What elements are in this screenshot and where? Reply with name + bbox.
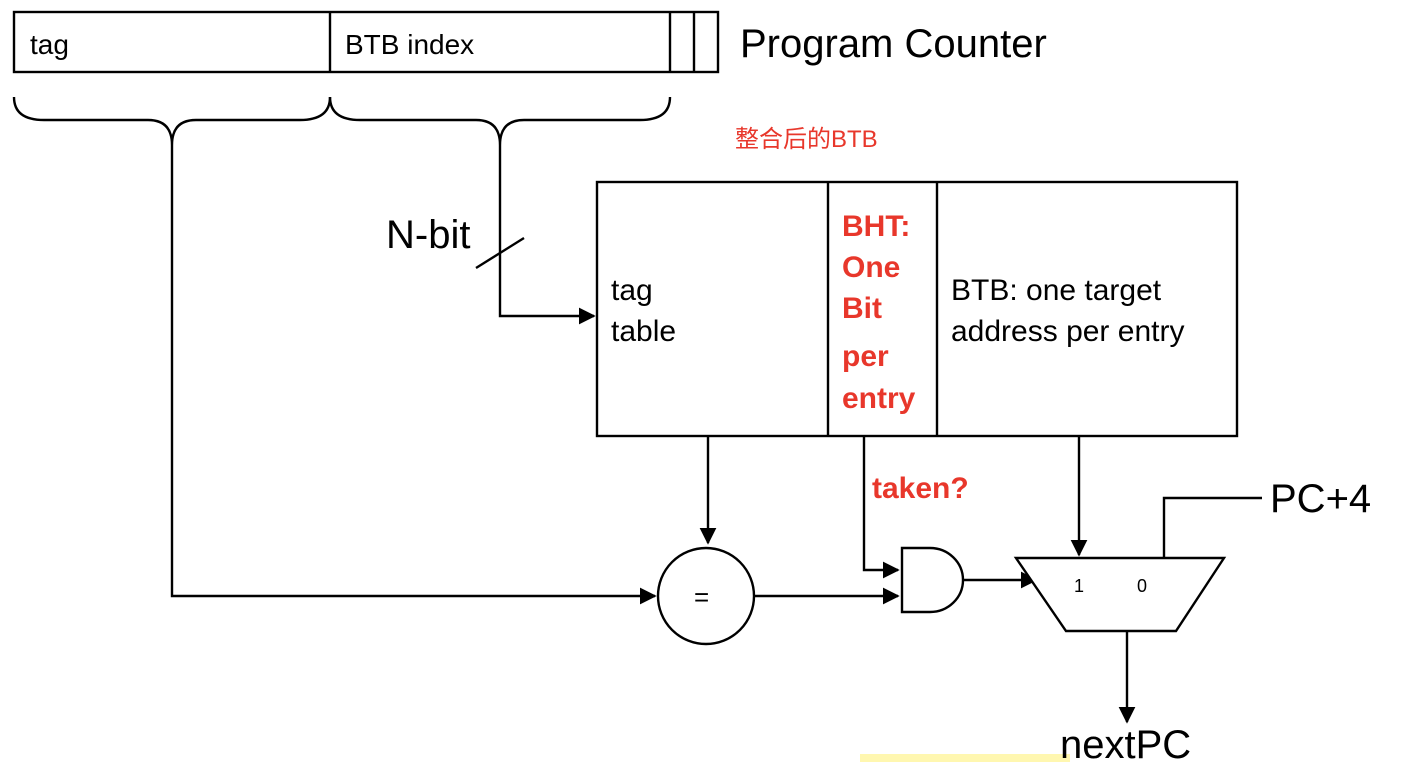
- highlight-mark: [860, 754, 1070, 762]
- pc-field-tag: tag: [30, 29, 69, 60]
- tag-wire: [170, 145, 657, 605]
- pc-register-box: [12, 10, 720, 74]
- pc-field-btb-index: BTB index: [345, 29, 474, 60]
- index-brace: [328, 96, 672, 146]
- tag-brace: [12, 96, 332, 146]
- n-bit-label: N-bit: [386, 213, 470, 257]
- btb-table-box: [595, 180, 1239, 438]
- bus-width-slash: [475, 236, 525, 270]
- bht-label-line1: BHT:: [842, 210, 910, 243]
- btb-table: tag table BHT: One Bit per entry BTB: on…: [595, 180, 1239, 438]
- bht-label-line4: per: [842, 340, 889, 373]
- taken-wire: [862, 436, 900, 579]
- mux-input-1-label: 1: [1074, 576, 1084, 596]
- comparator-symbol: =: [694, 582, 709, 612]
- program-counter-register: tag BTB index: [12, 10, 720, 74]
- program-counter-label: Program Counter: [740, 22, 1047, 66]
- tag-table-label-line1: tag: [611, 274, 653, 307]
- btb-title: 整合后的BTB: [735, 126, 878, 153]
- tag-table-label-line2: table: [611, 315, 676, 348]
- target-label-line1: BTB: one target: [951, 274, 1162, 307]
- taken-label: taken?: [872, 472, 969, 505]
- index-wire: [498, 145, 596, 325]
- target-label-line2: address per entry: [951, 315, 1184, 348]
- and-gate: [900, 546, 965, 614]
- bht-label-line3: Bit: [842, 292, 882, 325]
- pc-plus-4-label: PC+4: [1270, 477, 1371, 521]
- bht-label-line2: One: [842, 251, 900, 284]
- mux-input-0-label: 0: [1137, 576, 1147, 596]
- next-pc-label: nextPC: [1060, 723, 1191, 762]
- pc-plus-4-wire: [1162, 496, 1262, 558]
- next-pc-mux: [1013, 556, 1227, 633]
- bht-label-line5: entry: [842, 382, 916, 415]
